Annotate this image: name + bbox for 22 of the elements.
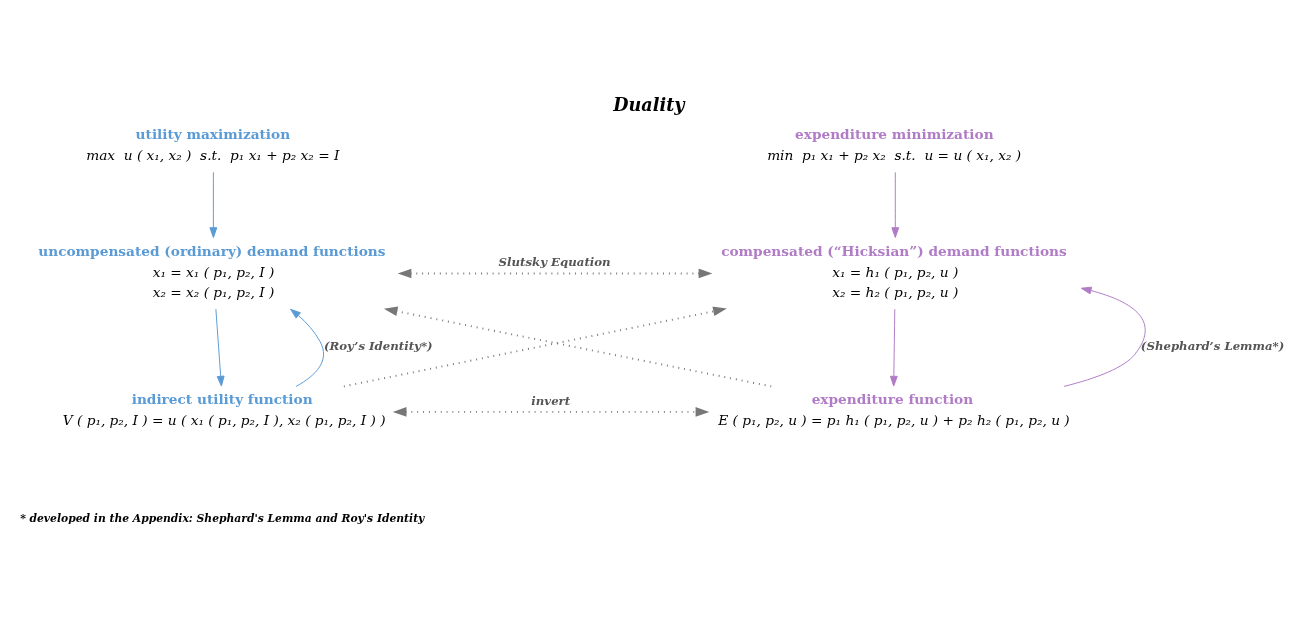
arrow (383, 306, 773, 387)
node-text: compensated (“Hicksian”) demand functions x₁ = h₁ ( p₁, p₂, u ) x₂ = h₂ ( p₁, p₂, u ) (721, 242, 1067, 300)
label: * developed in the Appendix: Shephard's Lemma and Roy's Identity (20, 511, 425, 525)
arrow (342, 306, 727, 387)
edge-label: (Shephard’s Lemma*) (1140, 338, 1285, 353)
arrow (215, 308, 225, 387)
edge-label: (Roy’s Identity*) (323, 338, 433, 353)
node-text: indirect utility function V ( p₁, p₂, I ) = u ( x₁ ( p₁, p₂, I ), x₂ ( p₁, p₂, I ) ) (62, 390, 386, 428)
edge-label: invert (531, 393, 571, 408)
arrow (1063, 286, 1146, 387)
node-text: uncompensated (ordinary) demand functions x₁ = x₁ ( p₁, p₂, I ) x₂ = x₂ ( p₁, p₂, I ) (38, 242, 386, 300)
node-text: expenditure minimization min p₁ x₁ + p₂ x₂ s.t. u = u ( x₁, x₂ ) (767, 125, 1022, 163)
diagram-title: Duality (613, 93, 685, 115)
arrow (397, 268, 713, 278)
node-text: expenditure function E ( p₁, p₂, u ) = p₁ h₁ ( p₁, p₂, u ) + p₂ h₂ ( p₁, p₂, u ) (718, 390, 1070, 428)
arrow (209, 171, 218, 238)
node-text: utility maximization max u ( x₁, x₂ ) s.t. p₁ x₁ + p₂ x₂ = I (86, 125, 340, 163)
arrow (392, 406, 710, 417)
arrow (891, 171, 900, 238)
edge-label: Slutsky Equation (498, 254, 611, 269)
arrow (290, 308, 325, 387)
arrow (889, 308, 898, 387)
